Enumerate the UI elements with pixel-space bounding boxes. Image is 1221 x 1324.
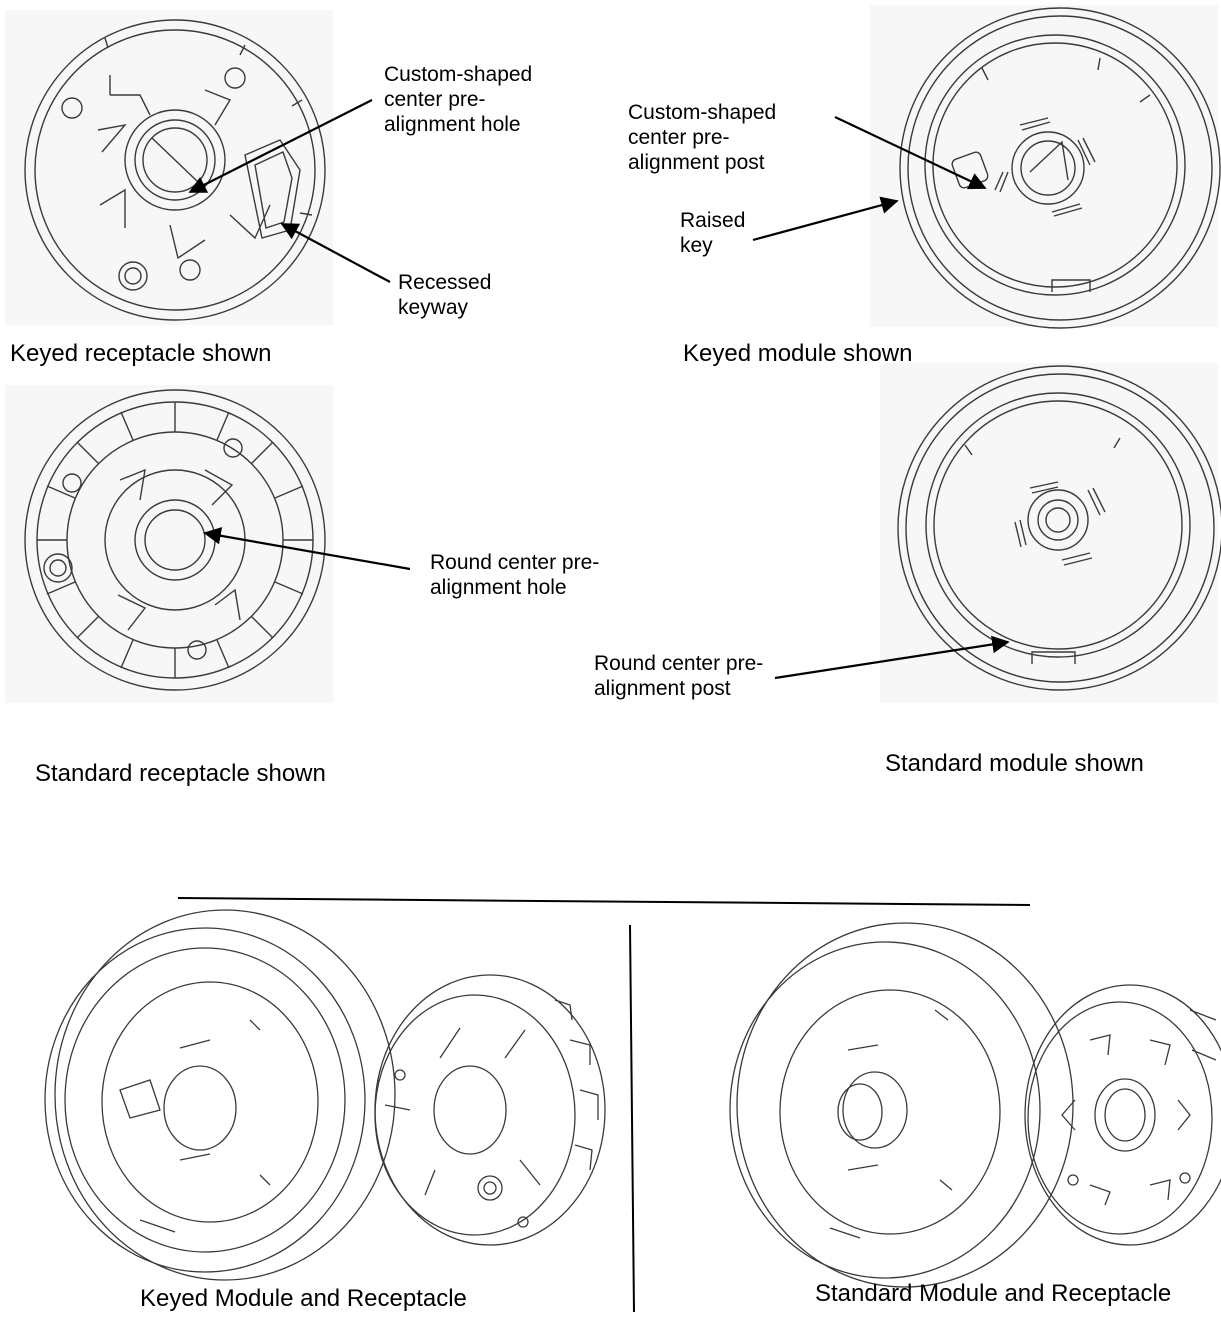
arrow-recessed-keyway xyxy=(280,223,391,283)
caption-keyed-module: Keyed module shown xyxy=(683,340,913,367)
standard-receptacle-drawing xyxy=(5,385,333,703)
arrow-round-post xyxy=(774,635,1010,680)
callout-custom-post: Custom-shaped center pre- alignment post xyxy=(628,101,777,174)
caption-keyed-pair: Keyed Module and Receptacle xyxy=(140,1285,467,1312)
callout-round-post: Round center pre- alignment post xyxy=(594,652,764,700)
arrow-round-hole xyxy=(203,527,411,571)
caption-keyed-receptacle: Keyed receptacle shown xyxy=(10,340,272,367)
callout-round-hole: Round center pre- alignment hole xyxy=(430,551,600,599)
standard-pair-drawing xyxy=(729,922,1221,1288)
keyed-pair-drawing xyxy=(44,909,606,1281)
callout-recessed-keyway: Recessed keyway xyxy=(398,271,492,319)
callout-raised-key: Raised key xyxy=(680,209,746,257)
vertical-divider xyxy=(629,924,635,1313)
arrow-raised-key xyxy=(752,196,899,242)
standard-module-drawing xyxy=(880,363,1221,703)
leader-arrows xyxy=(188,99,1010,680)
callout-custom-hole: Custom-shaped center pre- alignment hole xyxy=(384,63,533,136)
arrow-custom-post xyxy=(834,116,987,190)
caption-standard-receptacle: Standard receptacle shown xyxy=(35,760,326,787)
caption-standard-module: Standard module shown xyxy=(885,750,1144,777)
keyed-module-drawing xyxy=(870,5,1221,329)
caption-standard-pair: Standard Module and Receptacle xyxy=(815,1280,1172,1307)
keyed-receptacle-drawing xyxy=(5,10,333,325)
arrow-custom-hole xyxy=(188,99,373,193)
horizontal-divider xyxy=(177,897,1031,906)
